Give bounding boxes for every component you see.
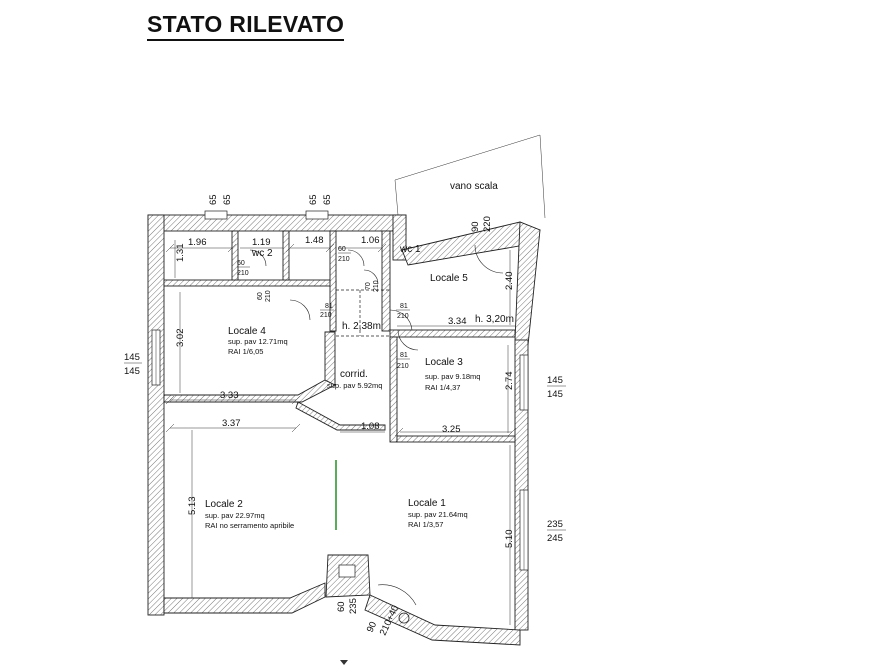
opening-right-b: 145 [547,389,563,400]
dim-337: 3.37 [222,418,241,429]
door-wc2-h: 210 [237,270,249,277]
door-wc2-w: 60 [237,260,245,267]
locale5-name: Locale 5 [430,273,468,284]
dim-108: 1.08 [361,421,380,432]
door-l5-w: 81 [400,303,408,310]
opening-right-low-a: 235 [547,519,563,530]
opening-top-left-a: 65 [208,194,219,205]
opening-bottom-b: 235 [348,598,359,614]
opening-top-mid-a: 65 [308,194,319,205]
dim-513: 5.13 [187,497,198,516]
locale1-sup: sup. pav 21.64mq [408,510,468,519]
drawing-title: STATO RILEVATO [147,10,345,41]
height-corridor: h. 2,38m [342,321,381,332]
dim-196: 1.96 [188,237,207,248]
door-l4a-w: 60 [257,292,264,300]
locale4-sup: sup. pav 12.71mq [228,337,288,346]
locale2-sup: sup. pav 22.97mq [205,511,265,520]
dim-106: 1.06 [361,235,380,246]
opening-top-mid-b: 65 [322,194,333,205]
door-l4a-h: 210 [265,290,272,302]
opening-left-b: 145 [124,366,140,377]
corridor-name: corrid. [340,369,368,380]
height-locale5: h. 3,20m [475,314,514,325]
dim-510: 5.10 [504,530,515,549]
dim-302: 3.02 [175,329,186,348]
door-swings [249,244,504,624]
dimension-lines [170,240,515,625]
locale3-rai: RAI 1/4,37 [425,383,460,392]
opening-bottom-a: 60 [336,601,347,612]
locale2-rai: RAI no serramento apribile [205,521,294,530]
dim-119: 1.19 [252,237,271,248]
stair-well [394,134,546,219]
locale3-name: Locale 3 [425,357,463,368]
dim-333: 3 33 [220,390,239,401]
opening-stair-a: 90 [470,221,481,232]
dashed-lines [336,289,390,337]
locale4-name: Locale 4 [228,326,266,337]
dim-325: 3.25 [442,424,461,435]
opening-stair-b: 220 [482,216,493,232]
wc2-name: wc 2 [251,248,273,259]
windows [151,210,529,571]
wc1-name: wc 1 [399,244,421,255]
door-wc1b-w: 70 [365,282,372,290]
door-l3-h: 210 [397,363,409,370]
door-l4b-w: 81 [325,303,333,310]
opening-top-left-b: 65 [222,194,233,205]
opening-right-low-b: 245 [547,533,563,544]
opening-left-a: 145 [124,352,140,363]
scroll-down-icon[interactable] [340,660,348,665]
dim-274: 2.74 [504,372,515,391]
locale1-name: Locale 1 [408,498,446,509]
chimney-niche [325,554,371,598]
door-wc1-w: 60 [338,246,346,253]
locale2-name: Locale 2 [205,499,243,510]
opening-right-a: 145 [547,375,563,386]
interior-walls [163,230,516,443]
dim-240: 2.40 [504,272,515,291]
dim-334: 3.34 [448,316,467,327]
dim-131: 1.31 [175,244,186,263]
door-wc1-h: 210 [338,256,350,263]
locale3-sup: sup. pav 9.18mq [425,372,480,381]
door-l4b-h: 210 [320,312,332,319]
locale4-rai: RAI 1/6,05 [228,347,263,356]
door-l3-w: 81 [400,352,408,359]
vano-scala-name: vano scala [450,181,498,192]
door-l5-h: 210 [397,313,409,320]
dim-148: 1.48 [305,235,324,246]
opening-bottom-c: 90 [365,620,379,634]
door-wc1b-h: 210 [373,280,380,292]
locale1-rai: RAI 1/3,57 [408,520,443,529]
corridor-sup: sup. pav 5.92mq [327,381,382,390]
dimension-ticks [165,243,517,437]
